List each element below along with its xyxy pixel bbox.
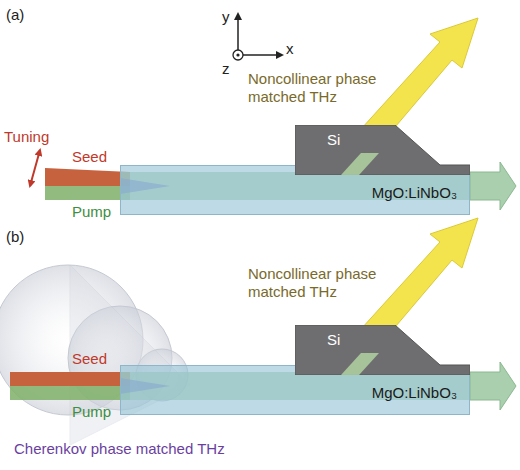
label: y	[222, 8, 230, 26]
label: Seed	[72, 350, 107, 368]
seed-beam	[45, 168, 130, 186]
label: (b)	[6, 228, 24, 246]
label: Noncollinear phase matched THz	[248, 265, 388, 301]
crystal-label: MgO:LiNbO₃	[372, 184, 457, 202]
output-arrow	[470, 162, 516, 210]
label: Seed	[72, 148, 107, 166]
label: Tuning	[4, 128, 49, 146]
si-prism: Si	[295, 125, 470, 175]
pump-beam	[10, 386, 130, 400]
pump-beam	[45, 186, 130, 200]
label: z	[222, 60, 230, 78]
axes	[233, 14, 282, 60]
label: Noncollinear phase matched THz	[248, 70, 388, 106]
label: Pump	[72, 403, 111, 421]
prism-outline	[295, 325, 470, 375]
seed-beam	[10, 372, 130, 386]
cherenkov-wave	[0, 265, 190, 445]
prism-outline	[295, 125, 470, 175]
material-label: Si	[327, 131, 340, 149]
label: Cherenkov phase matched THz	[14, 440, 225, 458]
label: (a)	[6, 6, 24, 24]
material-label: Si	[327, 331, 340, 349]
label: Pump	[72, 203, 111, 221]
tuning-arrow	[30, 150, 40, 186]
si-prism: Si	[295, 325, 470, 375]
label: x	[286, 40, 294, 58]
output-arrow	[470, 362, 516, 410]
crystal-label: MgO:LiNbO₃	[372, 384, 457, 402]
